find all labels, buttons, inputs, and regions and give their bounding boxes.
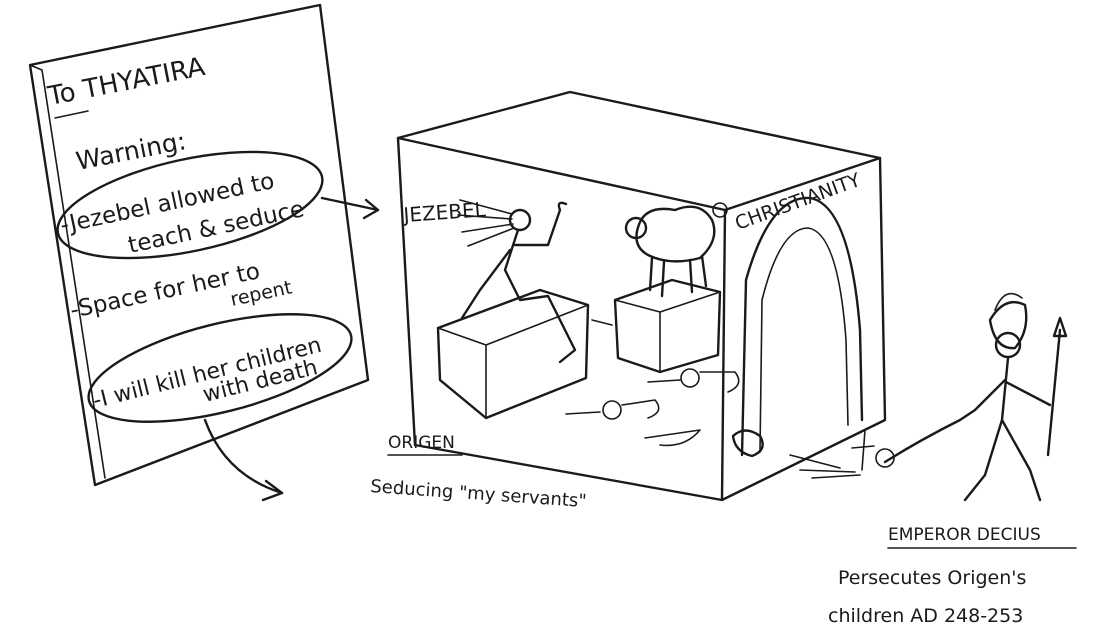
arrow-to-origen-head xyxy=(261,479,284,502)
block-left xyxy=(436,288,590,420)
jezebel-head xyxy=(508,208,532,232)
note-warning: Warning: xyxy=(74,126,189,176)
decius-arm-spear xyxy=(1004,380,1052,407)
sheep-body xyxy=(635,205,716,263)
box-side-face xyxy=(720,156,887,502)
decius-plume xyxy=(994,292,1023,311)
box-label-jezebel: JEZEBEL xyxy=(401,197,488,227)
decius-helmet xyxy=(988,300,1028,350)
decius-caption: EMPEROR DECIUS Persecutes Origen's child… xyxy=(828,525,1077,627)
decius-body-legs xyxy=(963,356,1042,502)
box-archway-inner xyxy=(759,227,849,453)
note-highlight-oval-1 xyxy=(56,150,324,260)
arrow-to-box-head xyxy=(362,198,380,220)
arrow-to-box xyxy=(320,196,380,212)
note-highlight-oval-2 xyxy=(87,313,353,423)
jezebel-arm-right xyxy=(513,201,568,247)
servant-2-head xyxy=(602,400,622,420)
servant-3-body xyxy=(644,429,701,447)
servant-2-body xyxy=(565,399,660,419)
note-arrows xyxy=(203,196,380,502)
origen-name: ORIGEN xyxy=(388,433,455,453)
block-right xyxy=(613,278,722,374)
note-heading: To THYATIRA xyxy=(45,52,208,112)
decius-name: EMPEROR DECIUS xyxy=(888,525,1041,545)
origen-caption: ORIGEN Seducing "my servants" xyxy=(370,433,588,512)
jezebel-body-legs xyxy=(503,228,577,364)
jezebel-hair xyxy=(457,199,515,247)
note-paper-outline xyxy=(28,3,370,487)
jezebel-scene xyxy=(436,199,722,420)
block-right-edges xyxy=(614,291,721,373)
servant-1-body xyxy=(647,371,740,393)
fallen-servants xyxy=(565,368,740,447)
persecuted-children xyxy=(731,429,895,479)
child-1 xyxy=(731,429,764,458)
decius-arm-whip xyxy=(958,378,1007,422)
block-left-edges xyxy=(437,304,589,419)
origen-caption-text: Seducing "my servants" xyxy=(370,476,588,512)
decius-caption-line-2: children AD 248-253 xyxy=(828,605,1023,627)
jezebel-pointer xyxy=(591,319,613,326)
arrow-to-origen xyxy=(203,418,284,495)
emperor-decius-figure xyxy=(883,292,1068,502)
christianity-box: JEZEBEL CHRISTIANITY xyxy=(396,90,887,502)
child-cross xyxy=(851,429,875,471)
decius-spear xyxy=(1046,328,1062,457)
sheep-legs xyxy=(648,254,708,298)
jezebel-arm-left xyxy=(460,248,512,320)
decius-caption-line-1: Persecutes Origen's xyxy=(838,567,1026,589)
sheep-head xyxy=(624,216,648,240)
servant-1-head xyxy=(680,368,700,388)
box-top-face xyxy=(396,90,882,212)
decius-spearhead xyxy=(1052,316,1068,338)
note-heading-underline xyxy=(54,110,89,119)
thyatira-note: To THYATIRA Warning: -Jezebel allowed to… xyxy=(28,3,370,487)
child-lines xyxy=(789,454,861,479)
sheep-tail xyxy=(712,202,728,218)
box-archway xyxy=(740,196,864,457)
note-paper-curl xyxy=(29,64,106,479)
decius-whip xyxy=(883,418,962,464)
child-2-head xyxy=(875,448,895,468)
sheep xyxy=(624,202,728,298)
